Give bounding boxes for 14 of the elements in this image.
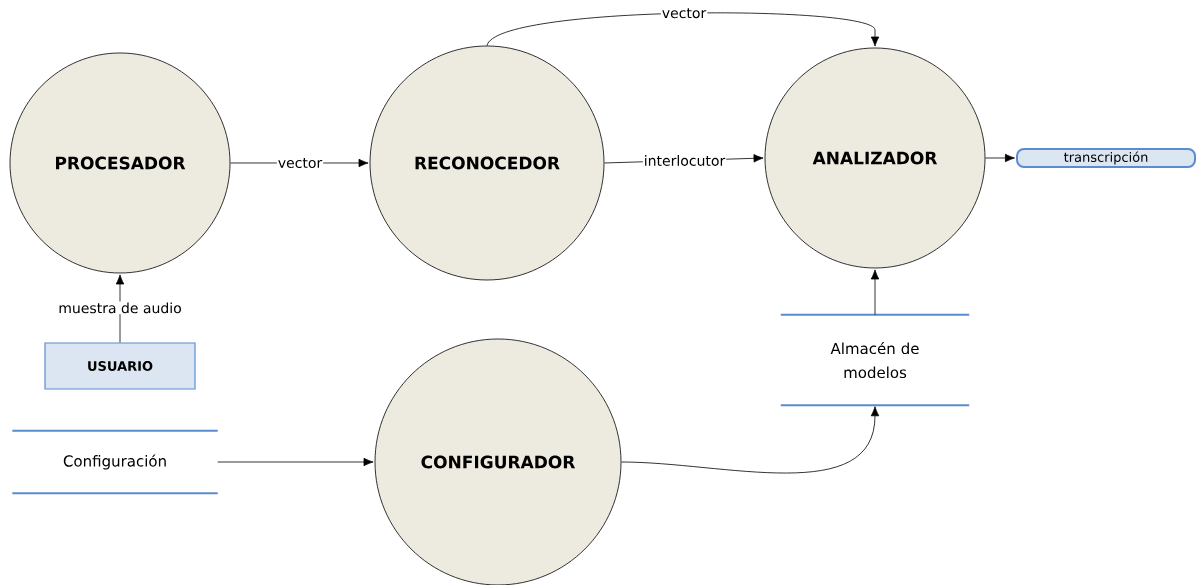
arrow [486, 12, 880, 47]
arrow [870, 269, 880, 316]
arrow [621, 406, 880, 474]
output-terminal: transcripción [1016, 148, 1196, 168]
arrow [985, 153, 1015, 163]
entity-box: USUARIO [44, 342, 196, 390]
arrow [115, 274, 125, 343]
edge-label: muestra de audio [59, 302, 181, 314]
edge-label: interlocutor [645, 155, 726, 166]
edge-label: vector [662, 8, 707, 19]
data-store: Configuración [11, 429, 219, 495]
data-store: Almacén de modelos [779, 313, 971, 407]
arrow [217, 457, 374, 467]
edge-label: vector [278, 158, 323, 168]
